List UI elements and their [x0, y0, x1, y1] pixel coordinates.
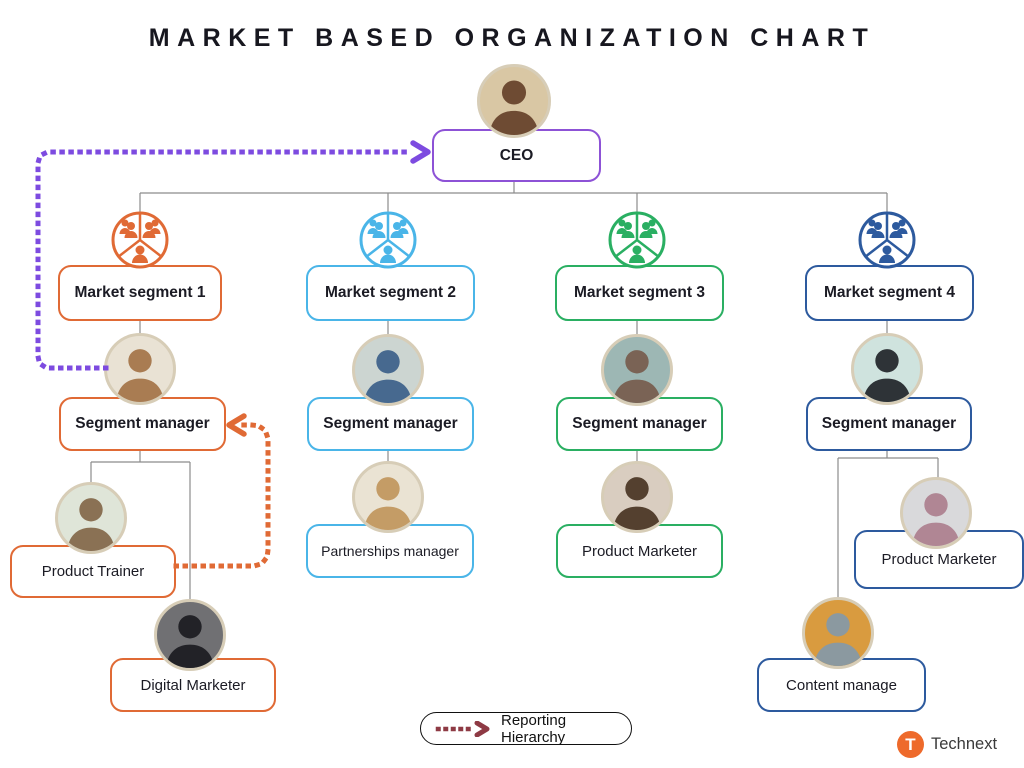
segment-manager-1-box: Segment manager — [59, 397, 226, 451]
product-marketer-3-photo — [601, 461, 673, 533]
content-manager-photo — [802, 597, 874, 669]
segment-manager-1-label: Segment manager — [75, 415, 210, 432]
segment-manager-3-label: Segment manager — [572, 415, 707, 432]
segment-people-icon-2 — [358, 210, 418, 270]
segment-people-icon-1 — [110, 210, 170, 270]
market-segment-1-box: Market segment 1 — [58, 265, 222, 321]
product-marketer-3-label: Product Marketer — [581, 542, 698, 560]
technext-logo-initial: T — [905, 734, 916, 754]
content-manager-label: Content manage — [786, 676, 897, 694]
legend: Reporting Hierarchy — [420, 711, 632, 746]
segment-people-icon-3 — [607, 210, 667, 270]
market-segment-2-box: Market segment 2 — [306, 265, 475, 321]
market-segment-4-box: Market segment 4 — [805, 265, 974, 321]
partnerships-manager-photo — [352, 461, 424, 533]
legend-label: Reporting Hierarchy — [501, 711, 567, 746]
segment-manager-4-box: Segment manager — [806, 397, 972, 451]
digital-marketer-photo — [154, 599, 226, 671]
reporting-hierarchy-arrow-icon — [435, 720, 490, 737]
brand-logo: T Technext — [897, 731, 997, 758]
partnerships-manager-label: Partnerships manager — [321, 543, 459, 559]
market-segment-2-label: Market segment 2 — [325, 284, 456, 301]
product-marketer-4-photo — [900, 477, 972, 549]
market-segment-3-label: Market segment 3 — [574, 284, 705, 301]
segment-manager-2-photo — [352, 334, 424, 406]
market-segment-4-label: Market segment 4 — [824, 284, 955, 301]
market-segment-1-label: Market segment 1 — [74, 284, 206, 301]
page-title: MARKET BASED ORGANIZATION CHART — [148, 24, 876, 52]
market-segment-3-box: Market segment 3 — [555, 265, 724, 321]
ceo-photo — [477, 64, 551, 138]
technext-logo-icon: T — [897, 731, 924, 758]
segment-manager-2-label: Segment manager — [323, 415, 458, 432]
product-trainer-photo — [55, 482, 127, 554]
segment-manager-3-photo — [601, 334, 673, 406]
product-trainer-label: Product Trainer — [41, 563, 145, 580]
ceo-label: CEO — [499, 146, 534, 164]
product-marketer-4-label: Product Marketer — [881, 551, 997, 568]
segment-people-icon-4 — [857, 210, 917, 270]
digital-marketer-label: Digital Marketer — [140, 676, 246, 694]
segment-manager-4-photo — [851, 333, 923, 405]
brand-name: Technext — [931, 735, 998, 753]
segment-manager-4-label: Segment manager — [821, 415, 957, 432]
segment-manager-1-photo — [104, 333, 176, 405]
